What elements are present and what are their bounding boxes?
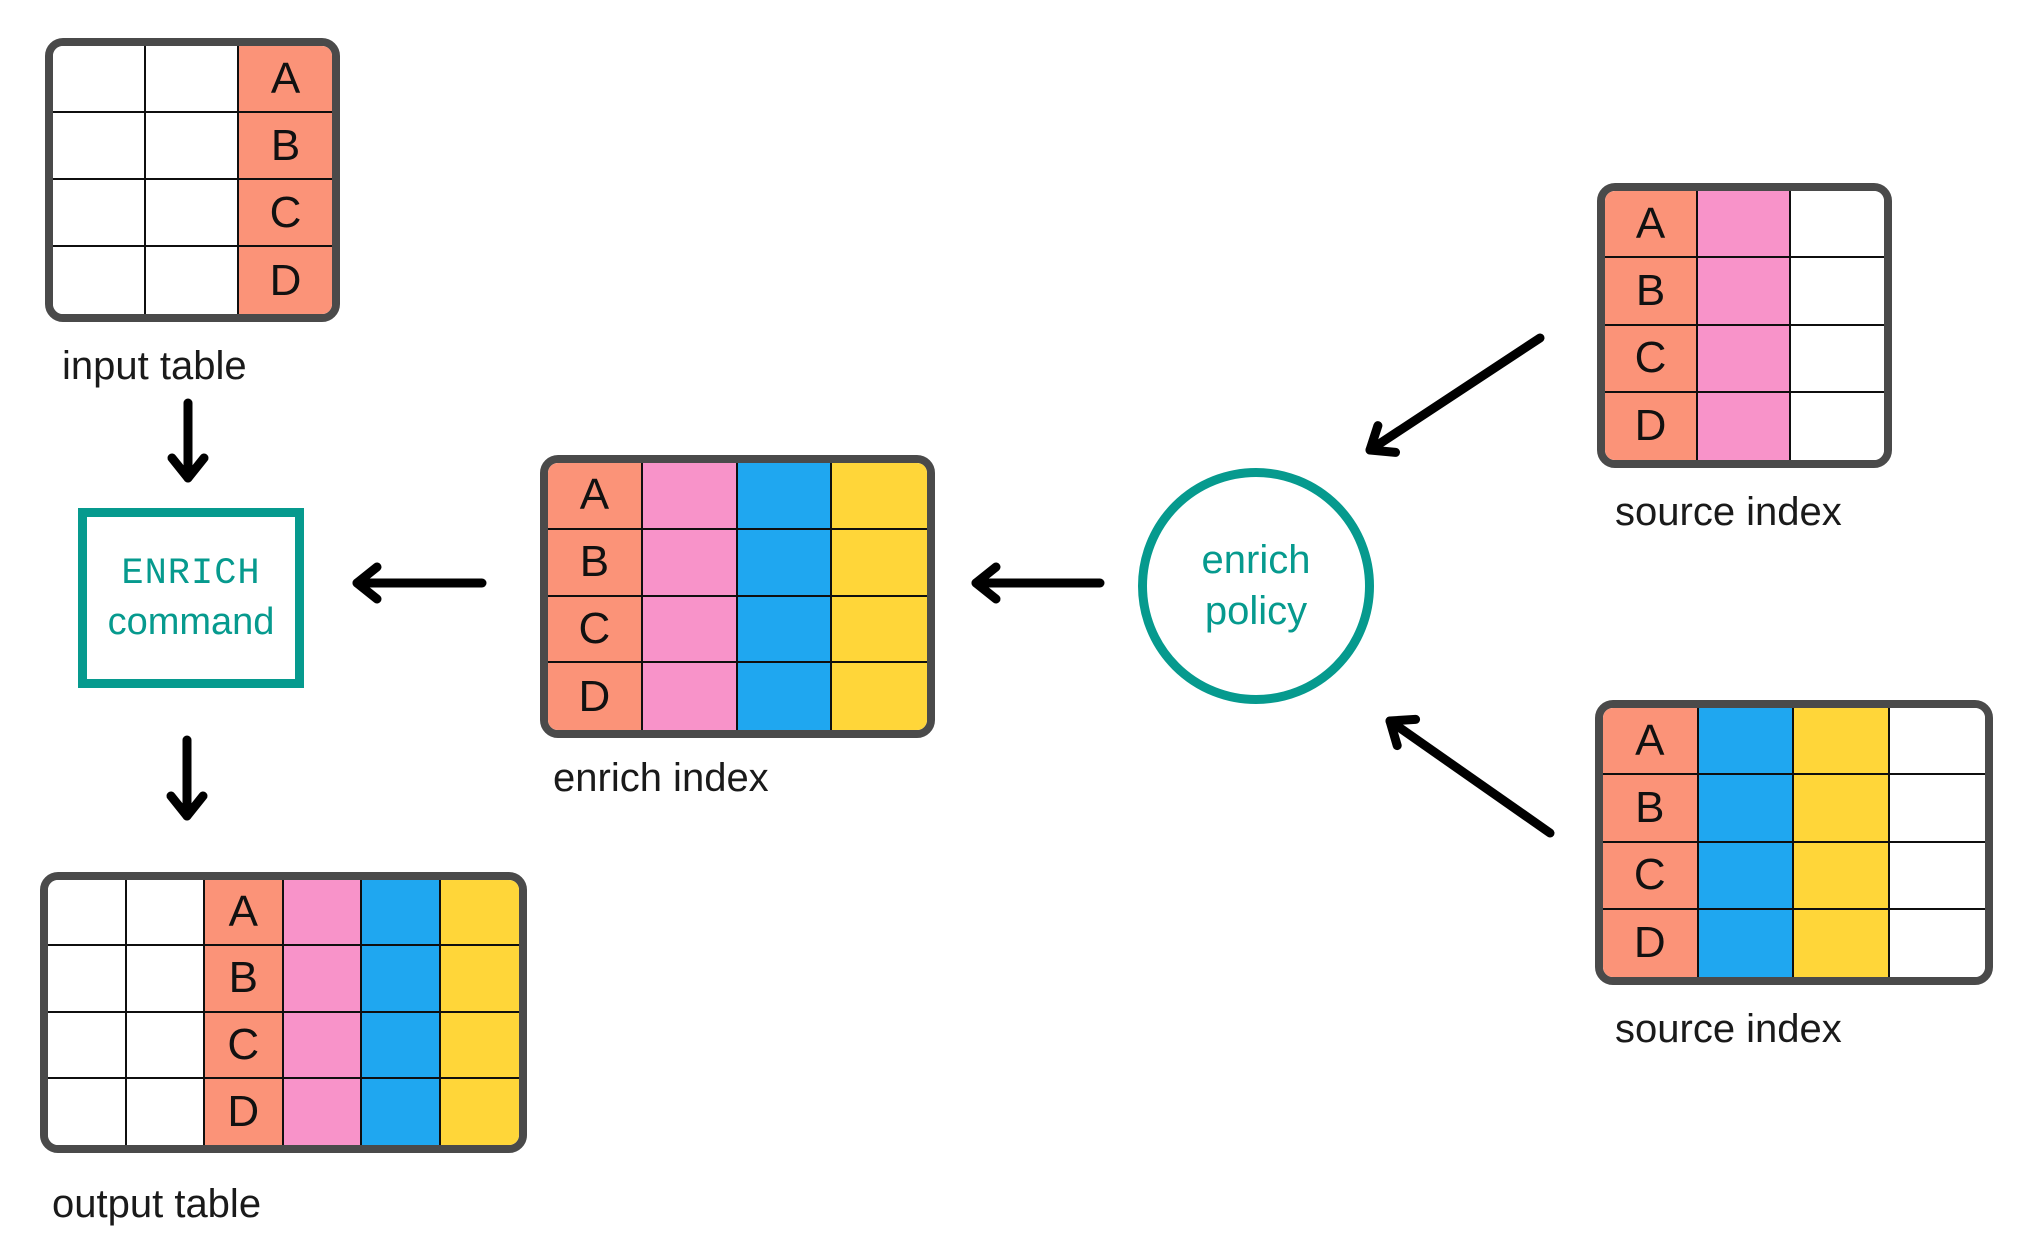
enrich-command-line1: ENRICH [121, 552, 261, 595]
table-cell-letter: C [205, 1012, 284, 1079]
table-cell-letter: A [239, 46, 332, 113]
table-cell [1791, 258, 1884, 326]
table-cell [737, 529, 833, 597]
table-cell [642, 463, 738, 530]
table-cell [126, 1012, 205, 1079]
table-cell-letter: C [1605, 325, 1698, 393]
table-cell [1698, 325, 1791, 393]
table-cell [146, 113, 239, 180]
table-cell [1698, 708, 1794, 776]
table-cell-letter: C [1603, 842, 1699, 910]
table-cell [440, 880, 519, 947]
table-cell-letter: D [239, 247, 332, 314]
table-cell [642, 663, 738, 730]
enrich-policy-line2: policy [1204, 589, 1308, 633]
table-cell-letter: C [239, 180, 332, 247]
arrow-source-index-top-to-enrich-policy [1365, 333, 1545, 457]
table-cell-letter: D [1605, 392, 1698, 460]
table-cell [146, 247, 239, 314]
table-cell [1889, 708, 1985, 776]
table-cell [832, 529, 927, 597]
table-cell [1698, 775, 1794, 843]
table-cell-letter: B [205, 946, 284, 1013]
table-cell-letter: D [205, 1078, 284, 1145]
table-cell [642, 529, 738, 597]
table-cell [1698, 842, 1794, 910]
table-cell-letter: D [1603, 909, 1699, 977]
table-cell [1791, 392, 1884, 460]
table-cell [53, 180, 146, 247]
enrich-command-line2: command [107, 600, 275, 643]
table-cell [1698, 191, 1791, 259]
table-cell [362, 1078, 441, 1145]
table-cell [440, 1012, 519, 1079]
table-cell [832, 663, 927, 730]
table-cell [737, 663, 833, 730]
table-cell [1889, 842, 1985, 910]
table-cell [1698, 258, 1791, 326]
table-cell [1791, 325, 1884, 393]
enrich-policy-line1: enrich [1201, 537, 1311, 582]
table-cell-letter: B [1603, 775, 1699, 843]
table-cell [126, 1078, 205, 1145]
table-cell [48, 1012, 127, 1079]
table-cell [126, 946, 205, 1013]
table-cell [737, 596, 833, 664]
table-cell [283, 1012, 362, 1079]
table-cell-letter: A [1603, 708, 1699, 776]
table-cell [440, 946, 519, 1013]
arrow-source-index-bottom-to-enrich-policy [1385, 714, 1555, 838]
table-cell [1794, 708, 1890, 776]
table-cell-letter: C [548, 596, 643, 664]
table-cell-letter: D [548, 663, 643, 730]
table-cell [48, 1078, 127, 1145]
table-cell [1889, 909, 1985, 977]
table-cell [283, 1078, 362, 1145]
table-cell [1698, 909, 1794, 977]
enrich-index-label: enrich index [553, 756, 769, 800]
table-cell [1794, 909, 1890, 977]
table-cell [1794, 842, 1890, 910]
table-cell-letter: A [205, 880, 284, 947]
table-cell-letter: B [1605, 258, 1698, 326]
table-cell [48, 880, 127, 947]
table-cell [53, 247, 146, 314]
table-cell [440, 1078, 519, 1145]
enrich-command-node: ENRICH command [78, 508, 304, 688]
table-cell-letter: A [548, 463, 643, 530]
table-cell [737, 463, 833, 530]
source-index-top-label: source index [1615, 490, 1842, 534]
table-cell [832, 463, 927, 530]
table-cell [126, 880, 205, 947]
table-cell-letter: B [548, 529, 643, 597]
table-cell [1794, 775, 1890, 843]
table-cell [1791, 191, 1884, 259]
output-table-label: output table [52, 1182, 262, 1226]
table-cell-letter: A [1605, 191, 1698, 259]
table-cell [1889, 775, 1985, 843]
table-cell [146, 180, 239, 247]
table-cell-letter: B [239, 113, 332, 180]
input-table-label: input table [62, 344, 247, 388]
table-cell [48, 946, 127, 1013]
table-cell [283, 946, 362, 1013]
table-cell [53, 113, 146, 180]
table-cell [1698, 392, 1791, 460]
table-cell [362, 880, 441, 947]
table-cell [146, 46, 239, 113]
table-cell [832, 596, 927, 664]
table-cell [362, 946, 441, 1013]
source-index-bottom-label: source index [1615, 1007, 1842, 1051]
table-cell [362, 1012, 441, 1079]
table-cell [642, 596, 738, 664]
table-cell [53, 46, 146, 113]
enrich-policy-node: enrich policy [1138, 468, 1374, 704]
table-cell [283, 880, 362, 947]
